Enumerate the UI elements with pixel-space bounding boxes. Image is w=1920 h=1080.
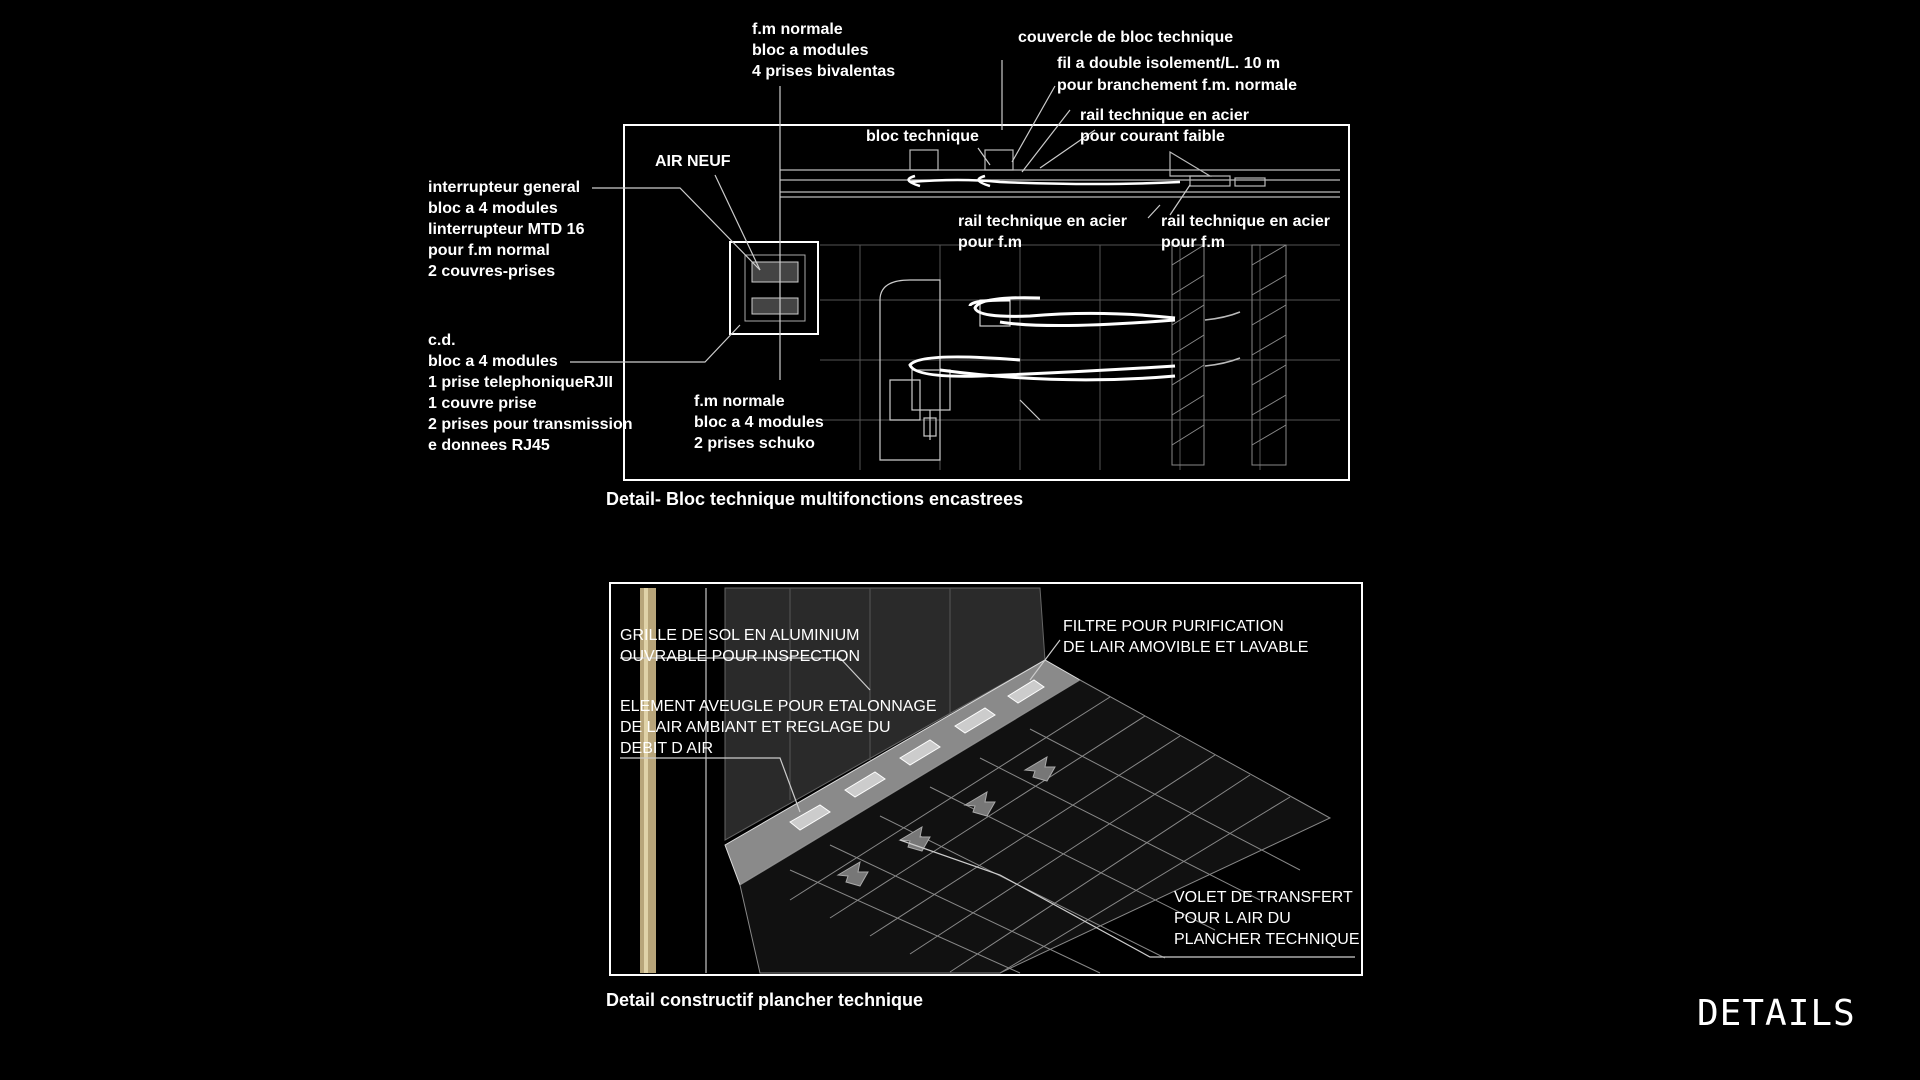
label-volet-de-transfert: VOLET DE TRANSFERT POUR L AIR DU PLANCHE… — [1174, 889, 1360, 948]
label-fil-double-isolement: fil a double isolement/L. 10 m pour bran… — [1057, 55, 1297, 94]
leader-lines — [570, 60, 1191, 380]
panel1-frame — [623, 124, 1350, 481]
wall-grid — [820, 244, 1340, 470]
label-fm-normale-bottom: f.m normale bloc a 4 modules 2 prises sc… — [694, 393, 828, 452]
label-fm-normale-top: f.m normale bloc a modules 4 prises biva… — [752, 21, 895, 80]
rail-cables — [907, 174, 1181, 188]
ceiling-rail — [780, 149, 1340, 198]
label-couvercle: couvercle de bloc technique — [1018, 29, 1233, 46]
label-grille-de-sol: GRILLE DE SOL EN ALUMINIUM OUVRABLE POUR… — [620, 627, 864, 665]
panel-plancher-technique: GRILLE DE SOL EN ALUMINIUM OUVRABLE POUR… — [606, 582, 1363, 1010]
airflow-arrows — [836, 755, 1056, 887]
cable-plugs — [1204, 311, 1241, 367]
panel2-frame — [609, 582, 1363, 976]
label-cd: c.d. bloc a 4 modules 1 prise telephoniq… — [428, 332, 637, 454]
label-bloc-technique: bloc technique — [866, 128, 979, 145]
label-element-aveugle: ELEMENT AVEUGLE POUR ETALONNAGE DE LAIR … — [620, 698, 941, 757]
grille-units — [789, 679, 1045, 831]
label-air-neuf: AIR NEUF — [655, 153, 731, 170]
leader-lines-2 — [620, 639, 1355, 958]
panel1-caption: Detail- Bloc technique multifonctions en… — [606, 489, 1023, 509]
details-label: DETAILS — [1697, 993, 1856, 1034]
floor-cables — [908, 296, 1176, 382]
label-rail-courant-faible: rail technique en acier pour courant fai… — [1080, 107, 1253, 145]
floor-box — [879, 279, 1041, 461]
label-filtre: FILTRE POUR PURIFICATION DE LAIR AMOVIBL… — [1063, 618, 1308, 656]
wall-switch-box — [729, 241, 819, 335]
label-rail-fm-2: rail technique en acier pour f.m — [1161, 213, 1334, 251]
panel2-caption: Detail constructif plancher technique — [606, 990, 923, 1010]
panel-bloc-technique: f.m normale bloc a modules 4 prises biva… — [428, 21, 1350, 509]
floor-tiles — [739, 679, 1332, 974]
label-interrupteur-general: interrupteur general bloc a 4 modules li… — [428, 179, 589, 280]
label-rail-fm-1: rail technique en acier pour f.m — [958, 213, 1131, 251]
brass-pole-highlight — [644, 588, 648, 973]
wall-mullions — [789, 588, 951, 800]
hatched-column — [1171, 244, 1287, 466]
